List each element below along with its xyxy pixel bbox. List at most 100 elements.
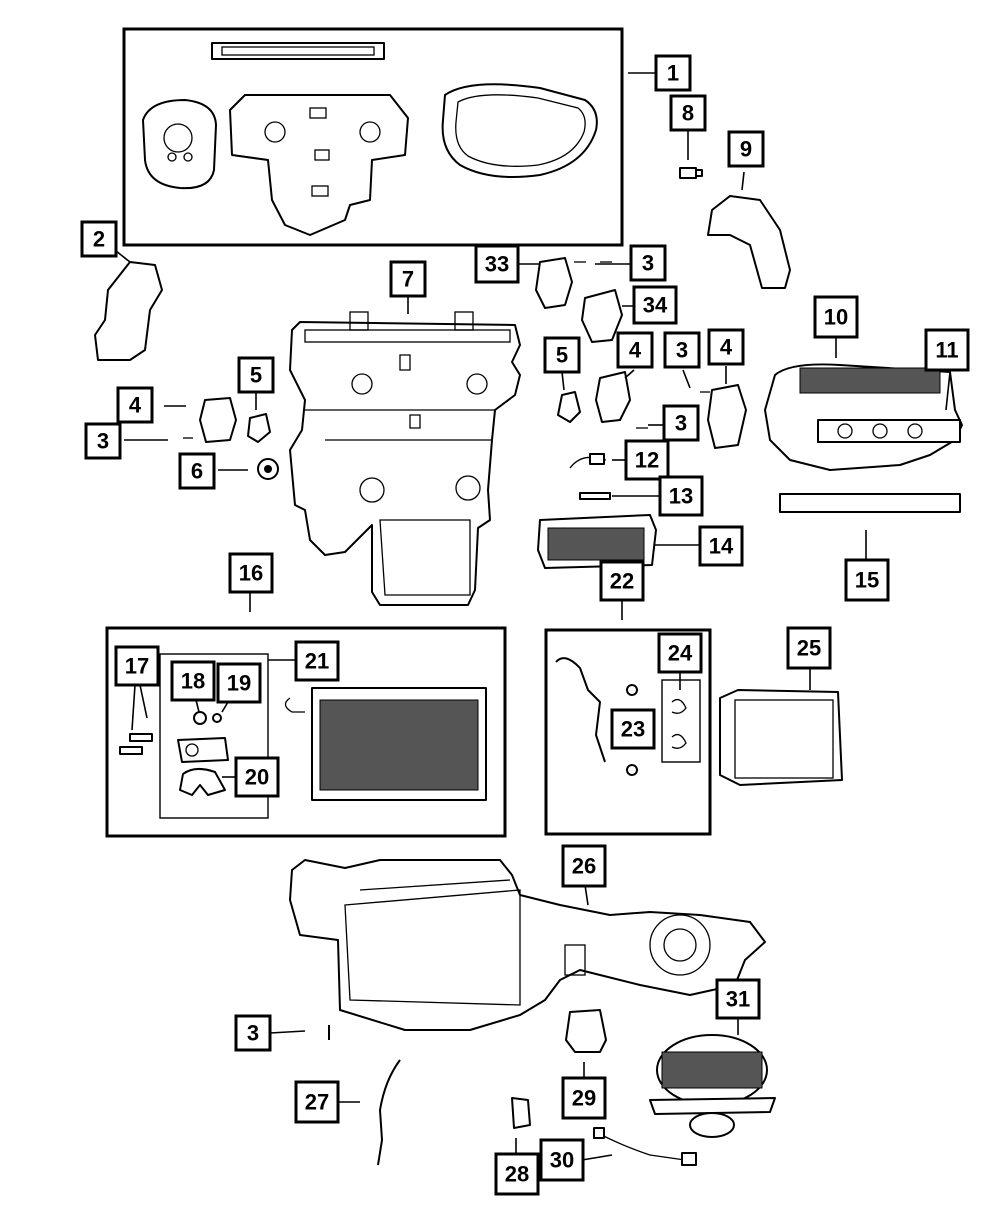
svg-text:4: 4 xyxy=(629,338,642,363)
callout-3: 3 xyxy=(234,1014,272,1052)
svg-text:4: 4 xyxy=(129,393,142,418)
svg-text:29: 29 xyxy=(572,1086,596,1111)
rear-hvac-housing xyxy=(289,859,766,1031)
callout-4: 4 xyxy=(616,331,654,369)
screws xyxy=(119,733,153,755)
callout-30: 30 xyxy=(539,1138,585,1182)
svg-text:17: 17 xyxy=(125,654,149,679)
svg-text:10: 10 xyxy=(824,305,848,330)
callout-2: 2 xyxy=(80,220,118,258)
defrost-duct xyxy=(94,261,163,361)
svg-text:5: 5 xyxy=(556,343,568,368)
ac-line-group-box xyxy=(544,628,712,836)
cabin-air-filter xyxy=(779,493,961,513)
svg-text:7: 7 xyxy=(402,267,414,292)
callout-18: 18 xyxy=(170,660,216,702)
svg-text:28: 28 xyxy=(505,1162,529,1187)
callout-10: 10 xyxy=(813,295,859,339)
expansion-valve-sub-box xyxy=(159,653,269,819)
leader-lines xyxy=(115,72,951,1161)
callout-31: 31 xyxy=(715,978,761,1020)
callout-29: 29 xyxy=(561,1076,607,1120)
callout-4: 4 xyxy=(707,328,745,366)
svg-text:31: 31 xyxy=(726,987,750,1012)
svg-text:23: 23 xyxy=(621,717,645,742)
svg-text:12: 12 xyxy=(635,448,659,473)
svg-text:4: 4 xyxy=(720,335,733,360)
callout-26: 26 xyxy=(561,844,607,888)
callout-3: 3 xyxy=(663,331,701,369)
callout-3: 3 xyxy=(629,244,667,282)
callout-17: 17 xyxy=(114,645,160,687)
callout-5: 5 xyxy=(237,356,275,394)
svg-text:19: 19 xyxy=(227,671,251,696)
callout-23: 23 xyxy=(610,708,656,750)
callout-12: 12 xyxy=(624,439,670,481)
svg-text:3: 3 xyxy=(247,1021,259,1046)
svg-text:15: 15 xyxy=(855,568,879,593)
retainer-clip xyxy=(511,1097,531,1129)
blend-door-actuator-left xyxy=(199,397,237,443)
svg-text:3: 3 xyxy=(675,411,687,436)
callout-28: 28 xyxy=(494,1152,540,1196)
callout-24: 24 xyxy=(657,632,703,674)
callout-14: 14 xyxy=(698,525,744,567)
svg-text:9: 9 xyxy=(740,137,752,162)
svg-text:2: 2 xyxy=(93,227,105,252)
svg-text:1: 1 xyxy=(667,61,679,86)
door-lever-left xyxy=(247,413,271,443)
svg-text:25: 25 xyxy=(797,636,821,661)
callout-5: 5 xyxy=(543,336,581,374)
callout-3: 3 xyxy=(84,422,122,460)
callout-8: 8 xyxy=(669,94,707,132)
svg-text:20: 20 xyxy=(245,765,269,790)
seal-kit-parts xyxy=(142,42,598,236)
seal-kit-group-box xyxy=(122,27,624,247)
pressure-switch xyxy=(679,167,703,179)
svg-text:27: 27 xyxy=(305,1090,329,1115)
callout-13: 13 xyxy=(658,475,704,517)
svg-text:5: 5 xyxy=(250,363,262,388)
callout-25: 25 xyxy=(786,626,832,670)
callout-1: 1 xyxy=(654,54,692,92)
callout-33: 33 xyxy=(474,244,520,284)
front-hvac-housing xyxy=(289,311,521,606)
callout-11: 11 xyxy=(924,328,970,372)
svg-text:8: 8 xyxy=(682,101,694,126)
callout-34: 34 xyxy=(632,285,678,325)
svg-text:3: 3 xyxy=(97,429,109,454)
temperature-actuator-right xyxy=(707,384,747,449)
callout-22: 22 xyxy=(599,560,645,602)
mode-door-actuator xyxy=(535,257,573,309)
svg-text:21: 21 xyxy=(305,649,329,674)
svg-text:14: 14 xyxy=(709,534,734,559)
svg-text:18: 18 xyxy=(181,669,205,694)
blower-motor xyxy=(649,1034,776,1138)
callout-21: 21 xyxy=(294,640,340,682)
callout-16: 16 xyxy=(228,552,274,594)
svg-text:22: 22 xyxy=(610,569,634,594)
evaporator-core xyxy=(284,687,487,801)
svg-text:33: 33 xyxy=(485,252,509,277)
svg-text:11: 11 xyxy=(935,338,958,363)
svg-text:3: 3 xyxy=(676,338,688,363)
temperature-actuator-center xyxy=(595,371,631,423)
callout-4: 4 xyxy=(116,386,154,424)
svg-text:16: 16 xyxy=(239,561,263,586)
svg-text:26: 26 xyxy=(572,854,596,879)
callout-19: 19 xyxy=(216,662,262,704)
callout-6: 6 xyxy=(178,452,216,490)
blower-housing xyxy=(764,363,963,471)
callout-3: 3 xyxy=(662,404,700,442)
blower-resistor xyxy=(565,1009,607,1053)
recirc-door-actuator xyxy=(581,289,623,343)
callout-15: 15 xyxy=(844,558,890,602)
svg-text:24: 24 xyxy=(668,641,693,666)
floor-duct xyxy=(707,195,791,289)
callout-9: 9 xyxy=(727,130,765,168)
clip-sub-box xyxy=(661,679,701,763)
door-lever-center xyxy=(557,391,581,423)
callout-27: 27 xyxy=(294,1080,340,1124)
svg-text:30: 30 xyxy=(550,1148,574,1173)
svg-text:13: 13 xyxy=(669,484,693,509)
